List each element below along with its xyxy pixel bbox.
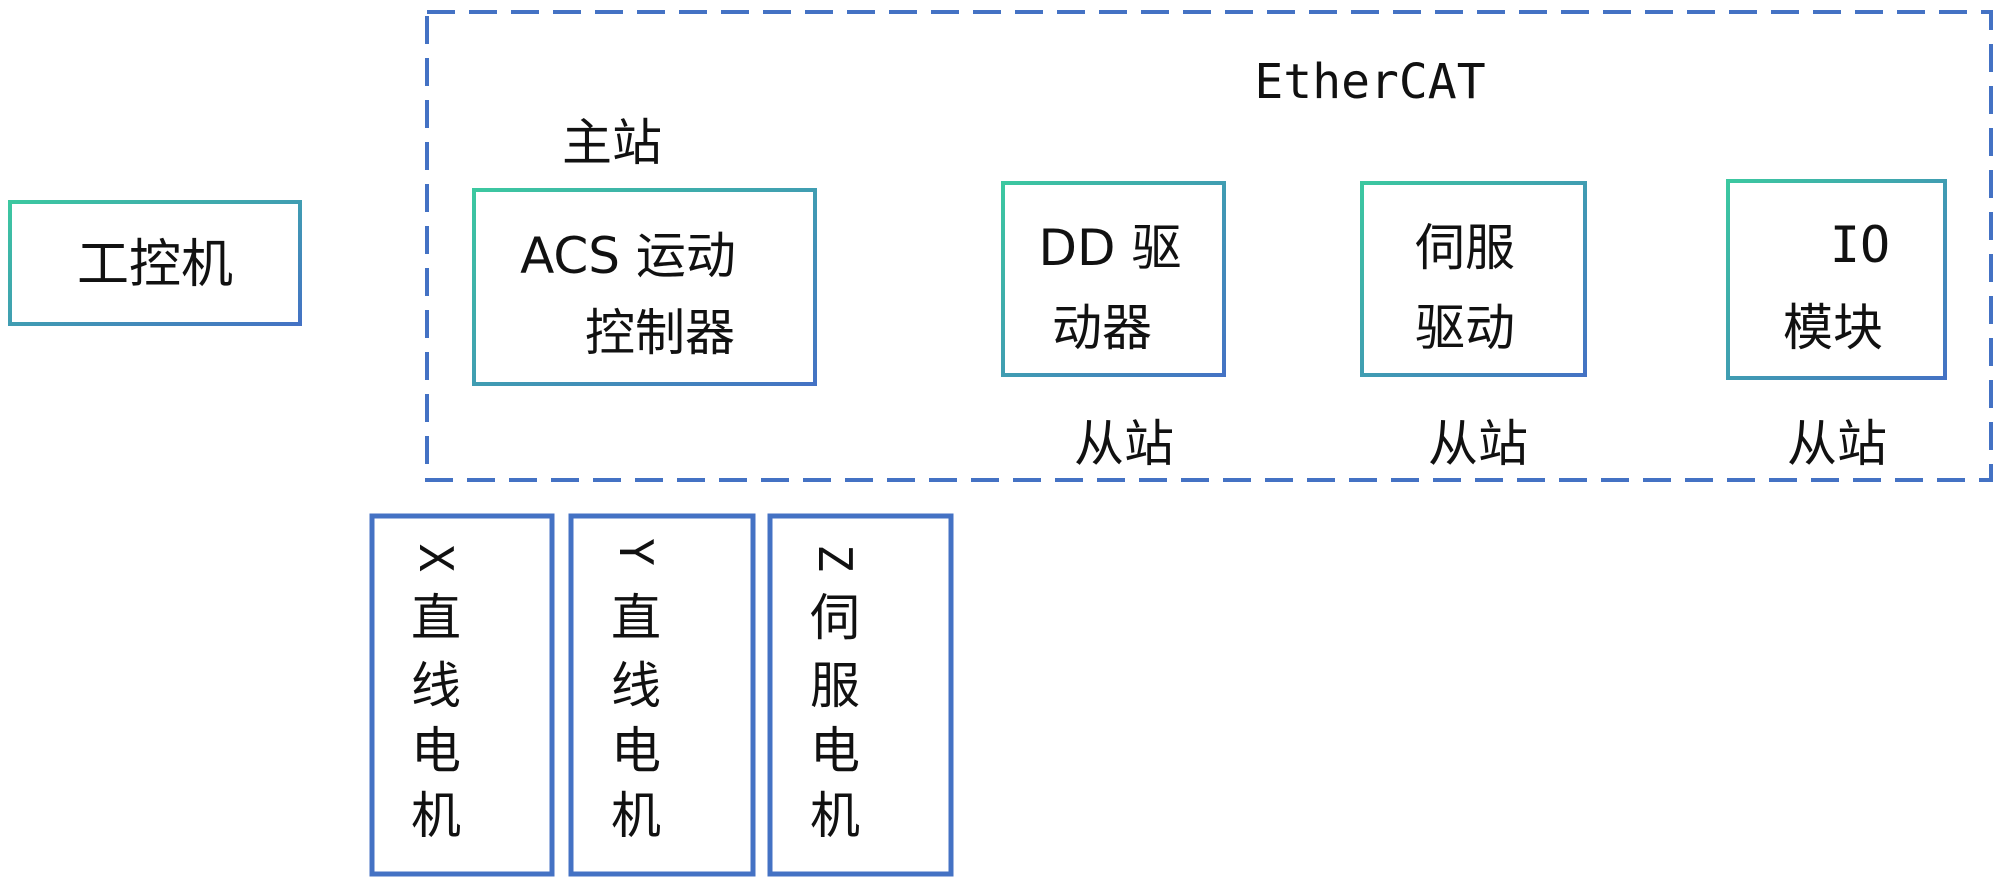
motor-x-char: 机 — [411, 787, 461, 845]
node-dd-drive: DD 驱 动器 — [1001, 181, 1226, 377]
ethercat-label: EtherCAT — [1254, 54, 1485, 110]
motor-x-char: 直 — [411, 589, 461, 647]
motor-y-char: 电 — [611, 722, 661, 780]
motor-x-char: 线 — [411, 657, 461, 715]
slave-caption-servo: 从站 — [1428, 415, 1528, 473]
motor-y-char: 线 — [611, 657, 661, 715]
dd-label-line2: 动器 — [1052, 299, 1152, 357]
motor-y-char: 机 — [611, 787, 661, 845]
motor-x-char: 电 — [411, 722, 461, 780]
slave-caption-io: 从站 — [1787, 415, 1887, 473]
dd-label-line1: DD 驱 — [1039, 219, 1182, 277]
node-ipc: 工控机 — [8, 200, 302, 326]
slave-caption-dd: 从站 — [1074, 415, 1174, 473]
io-label-line2: 模块 — [1783, 299, 1883, 357]
servo-label-line2: 驱动 — [1415, 299, 1515, 357]
motor-z-axis: Z — [808, 544, 862, 572]
node-acs-controller: ACS 运动 控制器 — [472, 188, 817, 386]
motor-z-char: 服 — [810, 657, 860, 715]
motor-z-char: 电 — [810, 722, 860, 780]
servo-label-line1: 伺服 — [1415, 219, 1515, 277]
motor-z-char: 机 — [810, 787, 860, 845]
ipc-label: 工控机 — [77, 235, 233, 295]
node-io-module: IO 模块 — [1726, 179, 1947, 380]
io-label-line1: IO — [1830, 216, 1890, 274]
master-caption: 主站 — [562, 114, 662, 172]
motor-y: Y 直 线 电 机 — [568, 513, 756, 877]
motor-z-char: 伺 — [810, 589, 860, 647]
acs-label-line2: 控制器 — [585, 304, 735, 362]
motor-z: Z 伺 服 电 机 — [767, 513, 954, 877]
acs-label-line1: ACS 运动 — [520, 227, 736, 285]
motor-y-axis: Y — [609, 538, 663, 566]
node-servo-drive: 伺服 驱动 — [1360, 181, 1587, 377]
ethercat-network-boundary — [425, 10, 1993, 482]
motor-x: X 直 线 电 机 — [369, 513, 555, 877]
motor-y-char: 直 — [611, 589, 661, 647]
motor-x-axis: X — [409, 544, 463, 572]
